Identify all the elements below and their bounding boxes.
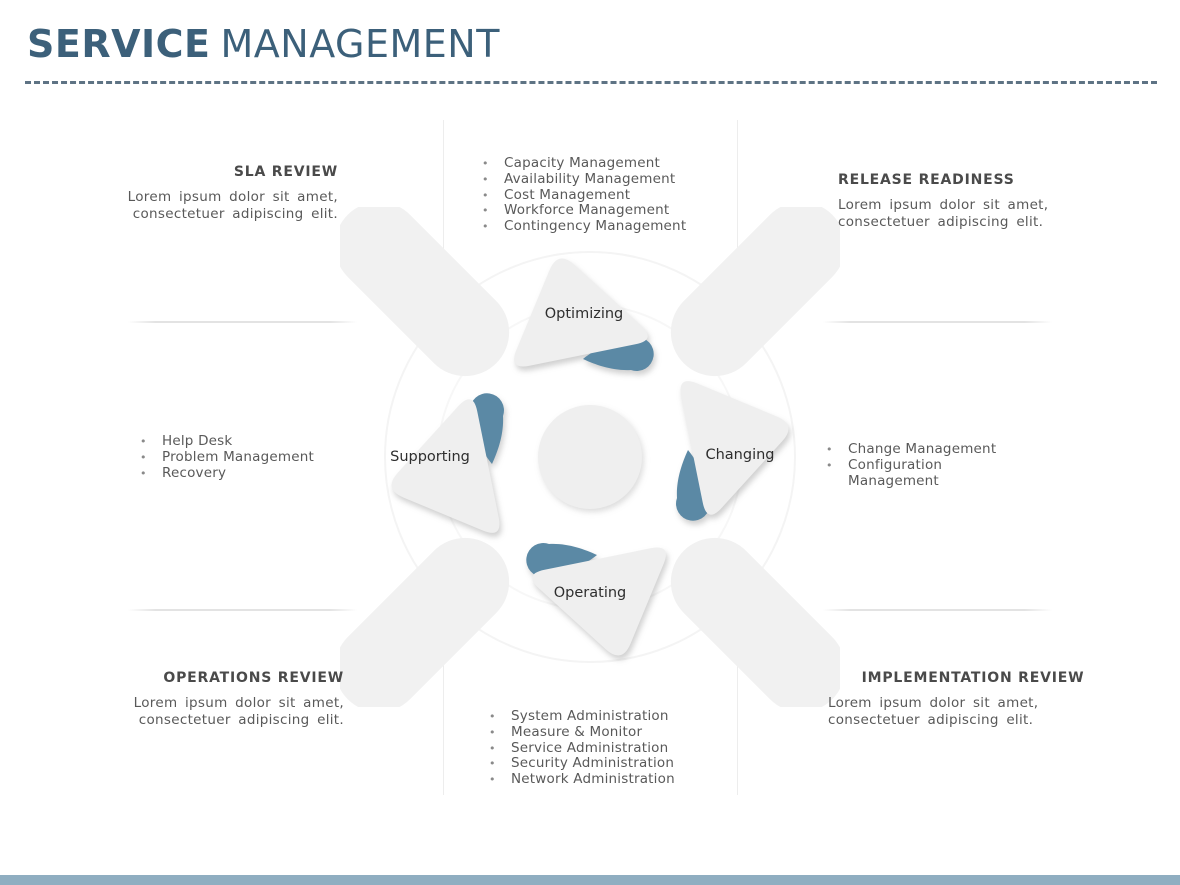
list-item-label: Workforce Management bbox=[504, 202, 670, 219]
list-item: • Help Desk bbox=[140, 433, 340, 450]
list-item-label: Security Administration bbox=[511, 755, 675, 772]
list-item: • Change Management bbox=[826, 441, 1004, 458]
node-label-supporting: Supporting bbox=[390, 449, 470, 465]
cycle-diagram bbox=[340, 207, 840, 707]
list-item: • Recovery bbox=[140, 464, 340, 482]
list-item: • Measure & Monitor bbox=[489, 723, 734, 741]
node-label-changing: Changing bbox=[705, 447, 775, 463]
guide-line-bottom-right bbox=[737, 660, 738, 795]
list-item-label: Configuration Management bbox=[848, 456, 943, 489]
bullet-dot-icon: • bbox=[489, 725, 496, 739]
list-item-label: Measure & Monitor bbox=[511, 723, 643, 740]
bullet-dot-icon: • bbox=[482, 220, 489, 234]
section-heading-release-readiness: RELEASE READINESS bbox=[838, 172, 1015, 188]
page-title-rest: MANAGEMENT bbox=[220, 22, 500, 66]
list-item: • Configuration Management bbox=[826, 456, 1004, 490]
section-body-release-readiness: Lorem ipsum dolor sit amet, consectetuer… bbox=[838, 197, 1049, 230]
section-body-sla-review: Lorem ipsum dolor sit amet, consectetuer… bbox=[127, 189, 338, 222]
list-item-label: System Administration bbox=[511, 708, 669, 724]
list-item: • Service Administration bbox=[489, 739, 734, 757]
node-label-operating: Operating bbox=[553, 585, 627, 601]
background-arms bbox=[340, 207, 840, 707]
guide-line-bottom-left bbox=[443, 660, 444, 795]
guide-hline-lower-right bbox=[823, 609, 1052, 611]
bullet-dot-icon: • bbox=[489, 773, 496, 787]
background-arm-ne bbox=[670, 207, 840, 377]
list-item-label: Contingency Management bbox=[504, 218, 687, 235]
guide-hline-upper-right bbox=[823, 321, 1052, 323]
background-arm-se bbox=[670, 537, 840, 707]
guide-line-top-right bbox=[737, 120, 738, 255]
list-item-label: Capacity Management bbox=[504, 155, 661, 171]
list-item-label: Cost Management bbox=[504, 186, 631, 203]
bullet-dot-icon: • bbox=[489, 757, 496, 771]
title-dashed-rule bbox=[25, 81, 1157, 84]
section-implementation-review: IMPLEMENTATION REVIEW Lorem ipsum dolor … bbox=[828, 670, 1118, 729]
section-sla-review: SLA REVIEW Lorem ipsum dolor sit amet, c… bbox=[30, 164, 338, 223]
node-label-optimizing: Optimizing bbox=[544, 306, 624, 322]
list-optimizing: • Capacity Management • Availability Manage… bbox=[482, 155, 727, 235]
list-item-label: Recovery bbox=[162, 464, 227, 481]
list-operating: • System Administration • Measure & Monitor… bbox=[489, 708, 734, 788]
list-item-label: Problem Management bbox=[162, 448, 315, 465]
background-arm-nw bbox=[340, 207, 510, 377]
list-changing: • Change Management • Configuration Managem… bbox=[826, 441, 1004, 490]
list-item: • Security Administration bbox=[489, 756, 734, 772]
bullet-dot-icon: • bbox=[826, 458, 833, 472]
section-body-implementation-review: Lorem ipsum dolor sit amet, consectetuer… bbox=[828, 695, 1039, 728]
list-item: • Problem Management bbox=[140, 448, 340, 466]
list-item: • Cost Management bbox=[482, 186, 727, 204]
page-title-emphasis: SERVICE bbox=[27, 22, 211, 66]
background-arm-sw bbox=[340, 537, 510, 707]
bullet-dot-icon: • bbox=[482, 204, 489, 218]
bullet-dot-icon: • bbox=[482, 188, 489, 202]
list-item-label: Change Management bbox=[848, 441, 997, 457]
bullet-dot-icon: • bbox=[826, 443, 833, 456]
list-item: • Workforce Management bbox=[482, 203, 727, 219]
background-ring-outer bbox=[384, 251, 796, 663]
section-operations-review: OPERATIONS REVIEW Lorem ipsum dolor sit … bbox=[40, 670, 344, 729]
bullet-dot-icon: • bbox=[482, 172, 489, 186]
list-item-label: Availability Management bbox=[504, 170, 676, 187]
center-hub bbox=[538, 405, 642, 509]
list-item: • Capacity Management bbox=[482, 155, 727, 172]
section-body-operations-review: Lorem ipsum dolor sit amet, consectetuer… bbox=[133, 695, 344, 728]
bullet-dot-icon: • bbox=[140, 435, 147, 448]
list-item: • System Administration bbox=[489, 708, 734, 725]
bullet-dot-icon: • bbox=[482, 157, 489, 170]
list-item: • Availability Management bbox=[482, 170, 727, 188]
list-item: • Contingency Management bbox=[482, 218, 727, 235]
list-item: • Network Administration bbox=[489, 771, 734, 788]
bullet-dot-icon: • bbox=[140, 466, 147, 480]
guide-line-top-left bbox=[443, 120, 444, 255]
section-heading-implementation-review: IMPLEMENTATION REVIEW bbox=[861, 670, 1085, 686]
bullet-dot-icon: • bbox=[489, 710, 496, 723]
guide-hline-lower-left bbox=[128, 609, 357, 611]
list-item-label: Network Administration bbox=[511, 771, 675, 788]
bullet-dot-icon: • bbox=[140, 450, 147, 464]
bullet-dot-icon: • bbox=[489, 741, 496, 755]
section-release-readiness: RELEASE READINESS Lorem ipsum dolor sit … bbox=[838, 172, 1128, 231]
footer-accent-bar bbox=[0, 875, 1180, 885]
list-supporting: • Help Desk • Problem Management • Recovery bbox=[140, 433, 340, 482]
section-heading-sla-review: SLA REVIEW bbox=[233, 164, 338, 180]
guide-hline-upper-left bbox=[128, 321, 357, 323]
list-item-label: Help Desk bbox=[162, 433, 233, 449]
section-heading-operations-review: OPERATIONS REVIEW bbox=[163, 670, 344, 686]
list-item-label: Service Administration bbox=[511, 739, 669, 756]
